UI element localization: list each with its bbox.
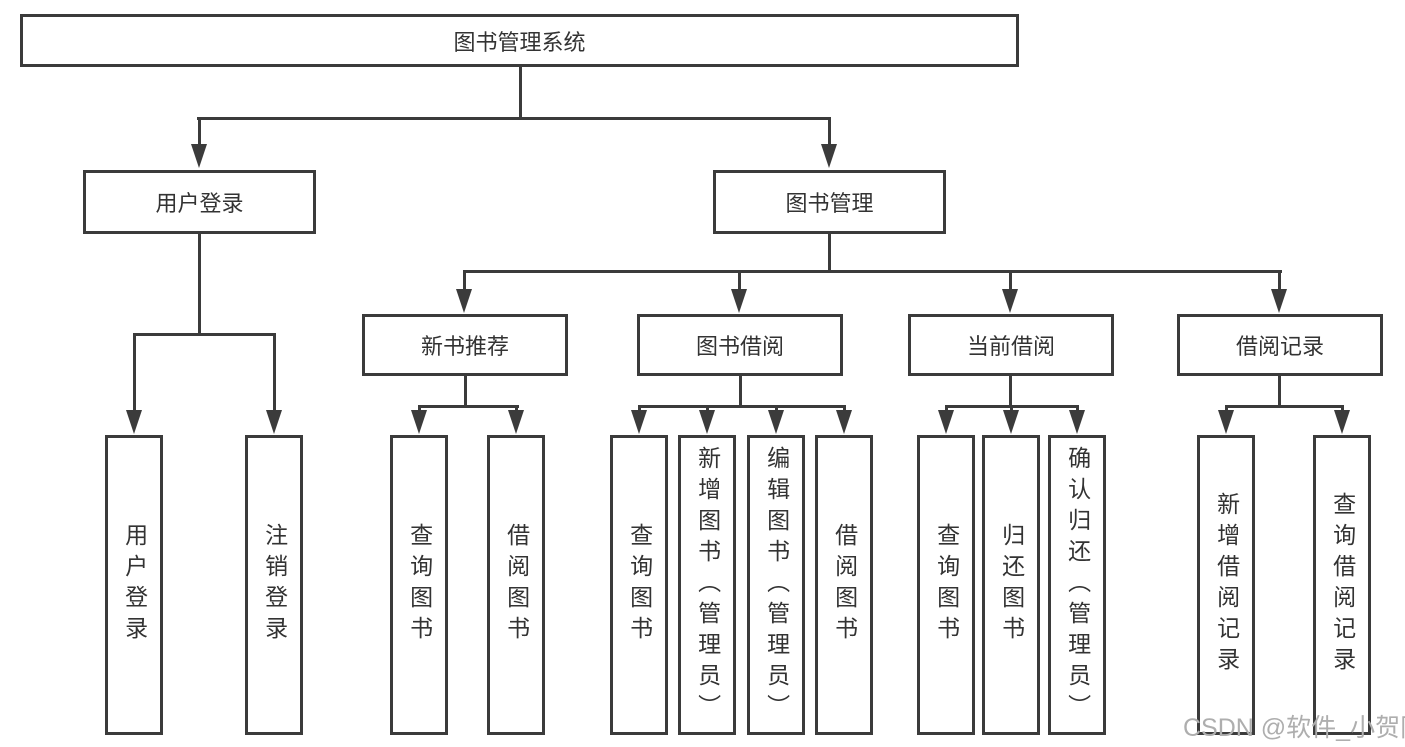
node-book-management: 图书管理 — [713, 170, 946, 234]
connector-line — [198, 233, 201, 335]
connector-line — [1076, 405, 1079, 414]
leaf-borrow-books: 借阅图书 — [815, 435, 873, 735]
leaf-query-borrow-record: 查询借阅记录 — [1313, 435, 1371, 735]
leaf-add-borrow-record: 新增借阅记录 — [1197, 435, 1255, 735]
connector-line — [775, 405, 778, 414]
leaf-confirm-return-admin: 确认归还（管理员） — [1048, 435, 1106, 735]
connector-line — [739, 375, 742, 408]
connector-line — [273, 333, 276, 413]
leaf-user-login: 用户登录 — [105, 435, 163, 735]
connector-line — [133, 333, 136, 413]
csdn-watermark: CSDN @软件_小贺同学 — [1183, 714, 1405, 742]
node-new-book-recommend: 新书推荐 — [362, 314, 568, 376]
node-borrow-records: 借阅记录 — [1177, 314, 1383, 376]
node-current-borrow: 当前借阅 — [908, 314, 1114, 376]
arrowhead-down-icon — [731, 289, 747, 313]
arrowhead-down-icon — [768, 410, 784, 434]
connector-line — [945, 405, 948, 414]
connector-line — [1341, 405, 1344, 414]
arrowhead-down-icon — [411, 410, 427, 434]
leaf-add-book-admin: 新增图书（管理员） — [678, 435, 736, 735]
arrowhead-down-icon — [1003, 410, 1019, 434]
leaf-borrow-books-recommend: 借阅图书 — [487, 435, 545, 735]
arrowhead-down-icon — [836, 410, 852, 434]
connector-line — [1225, 405, 1343, 408]
connector-line — [1278, 270, 1281, 292]
arrowhead-down-icon — [1334, 410, 1350, 434]
connector-line — [706, 405, 709, 414]
connector-line — [738, 270, 741, 292]
connector-line — [418, 405, 421, 414]
leaf-return-book: 归还图书 — [982, 435, 1040, 735]
connector-line — [1009, 375, 1012, 408]
arrowhead-down-icon — [938, 410, 954, 434]
connector-line — [1225, 405, 1228, 414]
arrowhead-down-icon — [1002, 289, 1018, 313]
arrowhead-down-icon — [1271, 289, 1287, 313]
connector-line — [519, 66, 522, 118]
node-user-login: 用户登录 — [83, 170, 316, 234]
connector-line — [828, 233, 831, 273]
node-book-borrow: 图书借阅 — [637, 314, 843, 376]
connector-line — [515, 405, 518, 414]
connector-line — [198, 117, 201, 147]
connector-line — [1009, 270, 1012, 292]
node-root: 图书管理系统 — [20, 14, 1019, 67]
arrowhead-down-icon — [1218, 410, 1234, 434]
connector-line — [464, 270, 1282, 273]
arrowhead-down-icon — [266, 410, 282, 434]
connector-line — [638, 405, 846, 408]
arrowhead-down-icon — [821, 144, 837, 168]
leaf-query-books-borrow: 查询图书 — [610, 435, 668, 735]
leaf-query-books-recommend: 查询图书 — [390, 435, 448, 735]
arrowhead-down-icon — [191, 144, 207, 168]
arrowhead-down-icon — [1069, 410, 1085, 434]
connector-line — [828, 117, 831, 147]
connector-line — [843, 405, 846, 414]
connector-line — [197, 117, 831, 120]
arrowhead-down-icon — [631, 410, 647, 434]
connector-line — [418, 405, 519, 408]
arrowhead-down-icon — [699, 410, 715, 434]
connector-line — [1278, 375, 1281, 408]
connector-line — [463, 270, 466, 292]
arrowhead-down-icon — [508, 410, 524, 434]
connector-line — [638, 405, 641, 414]
connector-line — [464, 375, 467, 408]
leaf-query-books-current: 查询图书 — [917, 435, 975, 735]
leaf-logout: 注销登录 — [245, 435, 303, 735]
connector-line — [1010, 405, 1013, 414]
connector-line — [133, 333, 276, 336]
arrowhead-down-icon — [456, 289, 472, 313]
arrowhead-down-icon — [126, 410, 142, 434]
leaf-edit-book-admin: 编辑图书（管理员） — [747, 435, 805, 735]
